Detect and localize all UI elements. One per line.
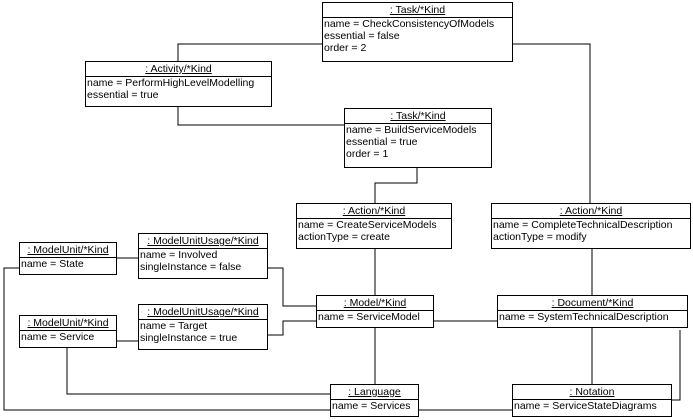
- object-attribute: essential = true: [87, 89, 159, 101]
- action-modify-box: : Action/*Kind name = CompleteTechnicalD…: [491, 203, 691, 249]
- usage-target-box: : ModelUnitUsage/*Kind name = Target sin…: [138, 304, 268, 350]
- link-task-check-action-modify: [513, 43, 591, 203]
- object-attribute: name = CheckConsistencyOfModels: [324, 18, 495, 30]
- object-title: : Action/*Kind: [492, 204, 690, 219]
- link-involved-model: [268, 267, 316, 307]
- object-title: : Task/*Kind: [345, 109, 491, 124]
- link-service-language: [66, 348, 330, 395]
- activity-box: : Activity/*Kind name = PerformHighLevel…: [85, 61, 272, 107]
- object-attribute: essential = false: [324, 30, 400, 42]
- object-title: : Task/*Kind: [323, 3, 512, 18]
- object-attribute: name = Service: [21, 331, 95, 343]
- object-title: : Notation: [513, 385, 671, 400]
- object-attribute: name = ServiceStateDiagrams: [514, 400, 657, 412]
- object-attribute: name = CreateServiceModels: [298, 219, 437, 231]
- object-attribute: name = State: [21, 258, 84, 270]
- object-attribute: order = 1: [346, 148, 389, 160]
- language-box: : Language name = Services: [330, 384, 419, 417]
- link-activity-task-check: [177, 43, 322, 61]
- object-attribute: name = PerformHighLevelModelling: [87, 77, 255, 89]
- usage-involved-box: : ModelUnitUsage/*Kind name = Involved s…: [138, 233, 268, 279]
- object-attribute: essential = true: [346, 136, 418, 148]
- object-attribute: singleInstance = true: [140, 332, 238, 344]
- object-attribute: actionType = modify: [493, 231, 587, 243]
- task-build-service-models-box: : Task/*Kind name = BuildServiceModels e…: [344, 108, 492, 168]
- object-title: : ModelUnitUsage/*Kind: [139, 234, 267, 249]
- link-state-notation: [3, 267, 512, 411]
- link-notation-right: [672, 330, 681, 401]
- object-attribute: name = SystemTechnicalDescription: [499, 311, 669, 323]
- task-check-consistency-box: : Task/*Kind name = CheckConsistencyOfMo…: [322, 2, 513, 62]
- object-attribute: name = BuildServiceModels: [346, 124, 477, 136]
- object-title: : Action/*Kind: [297, 204, 451, 219]
- link-task-build-action-create: [374, 168, 418, 203]
- object-title: : Activity/*Kind: [86, 62, 271, 77]
- link-activity-task-build: [177, 107, 344, 126]
- modelunit-state-box: : ModelUnit/*Kind name = State: [19, 242, 117, 275]
- object-title: : Model/*Kind: [317, 296, 433, 311]
- object-title: : ModelUnit/*Kind: [20, 316, 116, 331]
- object-title: : ModelUnit/*Kind: [20, 243, 116, 258]
- object-title: : Document/*Kind: [498, 296, 687, 311]
- object-attribute: name = Target: [140, 320, 208, 332]
- modelunit-service-box: : ModelUnit/*Kind name = Service: [19, 315, 117, 348]
- notation-box: : Notation name = ServiceStateDiagrams: [512, 384, 672, 417]
- object-attribute: actionType = create: [298, 231, 390, 243]
- object-title: : ModelUnitUsage/*Kind: [139, 305, 267, 320]
- model-box: : Model/*Kind name = ServiceModel: [316, 295, 434, 328]
- object-attribute: name = ServiceModel: [318, 311, 420, 323]
- link-target-model: [268, 320, 316, 336]
- object-attribute: name = CompleteTechnicalDescription: [493, 219, 673, 231]
- object-title: : Language: [331, 385, 418, 400]
- object-attribute: name = Involved: [140, 249, 218, 261]
- document-box: : Document/*Kind name = SystemTechnicalD…: [497, 295, 688, 328]
- object-attribute: singleInstance = false: [140, 261, 242, 273]
- object-attribute: order = 2: [324, 42, 367, 54]
- object-attribute: name = Services: [332, 400, 411, 412]
- action-create-box: : Action/*Kind name = CreateServiceModel…: [296, 203, 452, 249]
